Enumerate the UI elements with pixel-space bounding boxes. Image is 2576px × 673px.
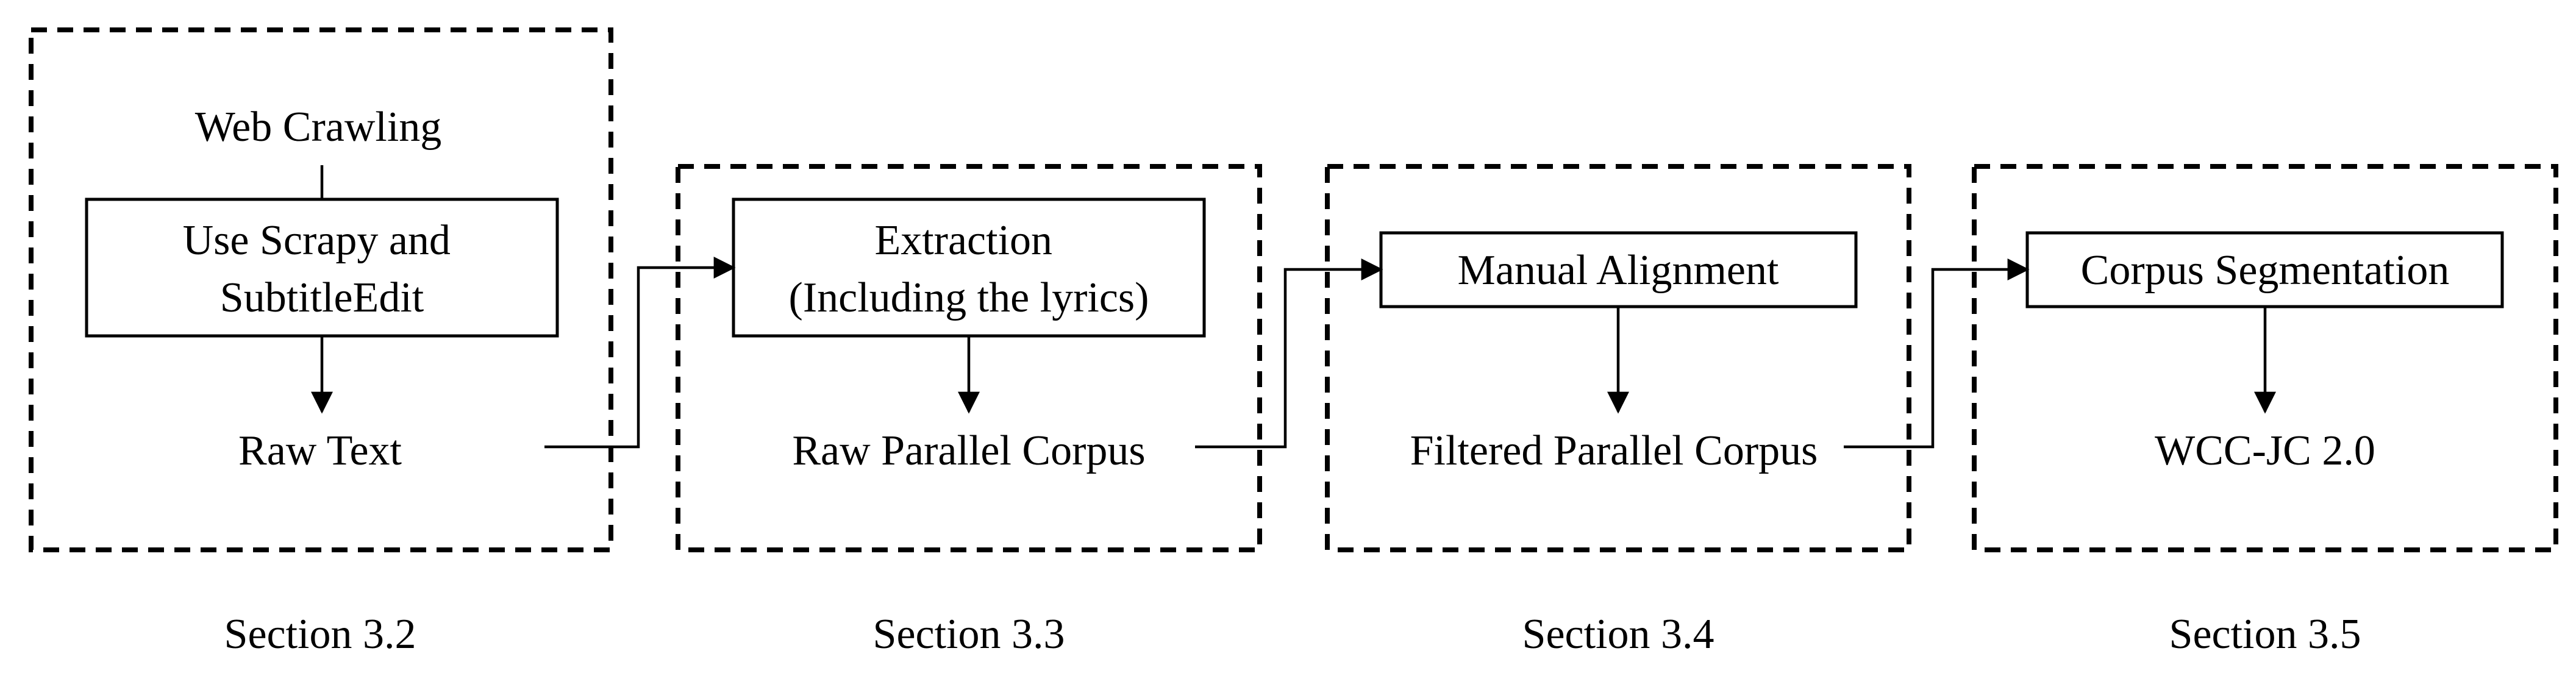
stage-1-process-label: Use Scrapy and SubtitleEdit (183, 217, 462, 321)
stage-2-frame (676, 164, 1262, 552)
stage-1-input-label: Web Crawling (195, 104, 442, 151)
connector-stage-2-to-3 (1195, 258, 1383, 449)
stage-1-process-box (85, 198, 559, 338)
section-label-2: Section 3.3 (873, 611, 1065, 658)
stage-4-output-label: WCC-JC 2.0 (2155, 427, 2375, 474)
connector-stage-1-to-2 (544, 257, 736, 449)
section-label-1: Section 3.2 (224, 611, 416, 658)
stage-1-process-line-1: Use Scrapy and (183, 217, 451, 264)
stage-3-group: Manual Alignment Filtered Parallel Corpu… (1325, 164, 1911, 552)
stage-2-process-label: Extraction (Including the lyrics) (789, 217, 1149, 321)
stage-3-process-box (1379, 231, 1858, 308)
stage-4-frame (1972, 164, 2558, 552)
stage-3-frame (1325, 164, 1911, 552)
stage-3-process-label: Manual Alignment (1458, 247, 1779, 294)
stage-1-process-line-2: SubtitleEdit (220, 274, 424, 321)
connector-stage-3-to-4 (1844, 258, 2030, 449)
stage-2-process-line-1: Extraction (874, 217, 1052, 264)
stage-2-output-label: Raw Parallel Corpus (792, 427, 1145, 474)
stage-3-output-label: Filtered Parallel Corpus (1410, 427, 1818, 474)
stage-4-group: Corpus Segmentation WCC-JC 2.0 (1972, 164, 2558, 552)
stage-4-process-box (2025, 231, 2504, 308)
stage-1-frame (29, 27, 613, 552)
stage-1-output-label: Raw Text (238, 427, 402, 474)
stage-4-process-label: Corpus Segmentation (2081, 247, 2450, 294)
stage-1-group: Web Crawling Use Scrapy and SubtitleEdit… (29, 27, 613, 552)
stage-2-process-line-2: (Including the lyrics) (789, 274, 1149, 321)
section-label-4: Section 3.5 (2169, 611, 2361, 658)
section-label-3: Section 3.4 (1522, 611, 1714, 658)
stage-2-group: Extraction (Including the lyrics) Raw Pa… (676, 164, 1262, 552)
